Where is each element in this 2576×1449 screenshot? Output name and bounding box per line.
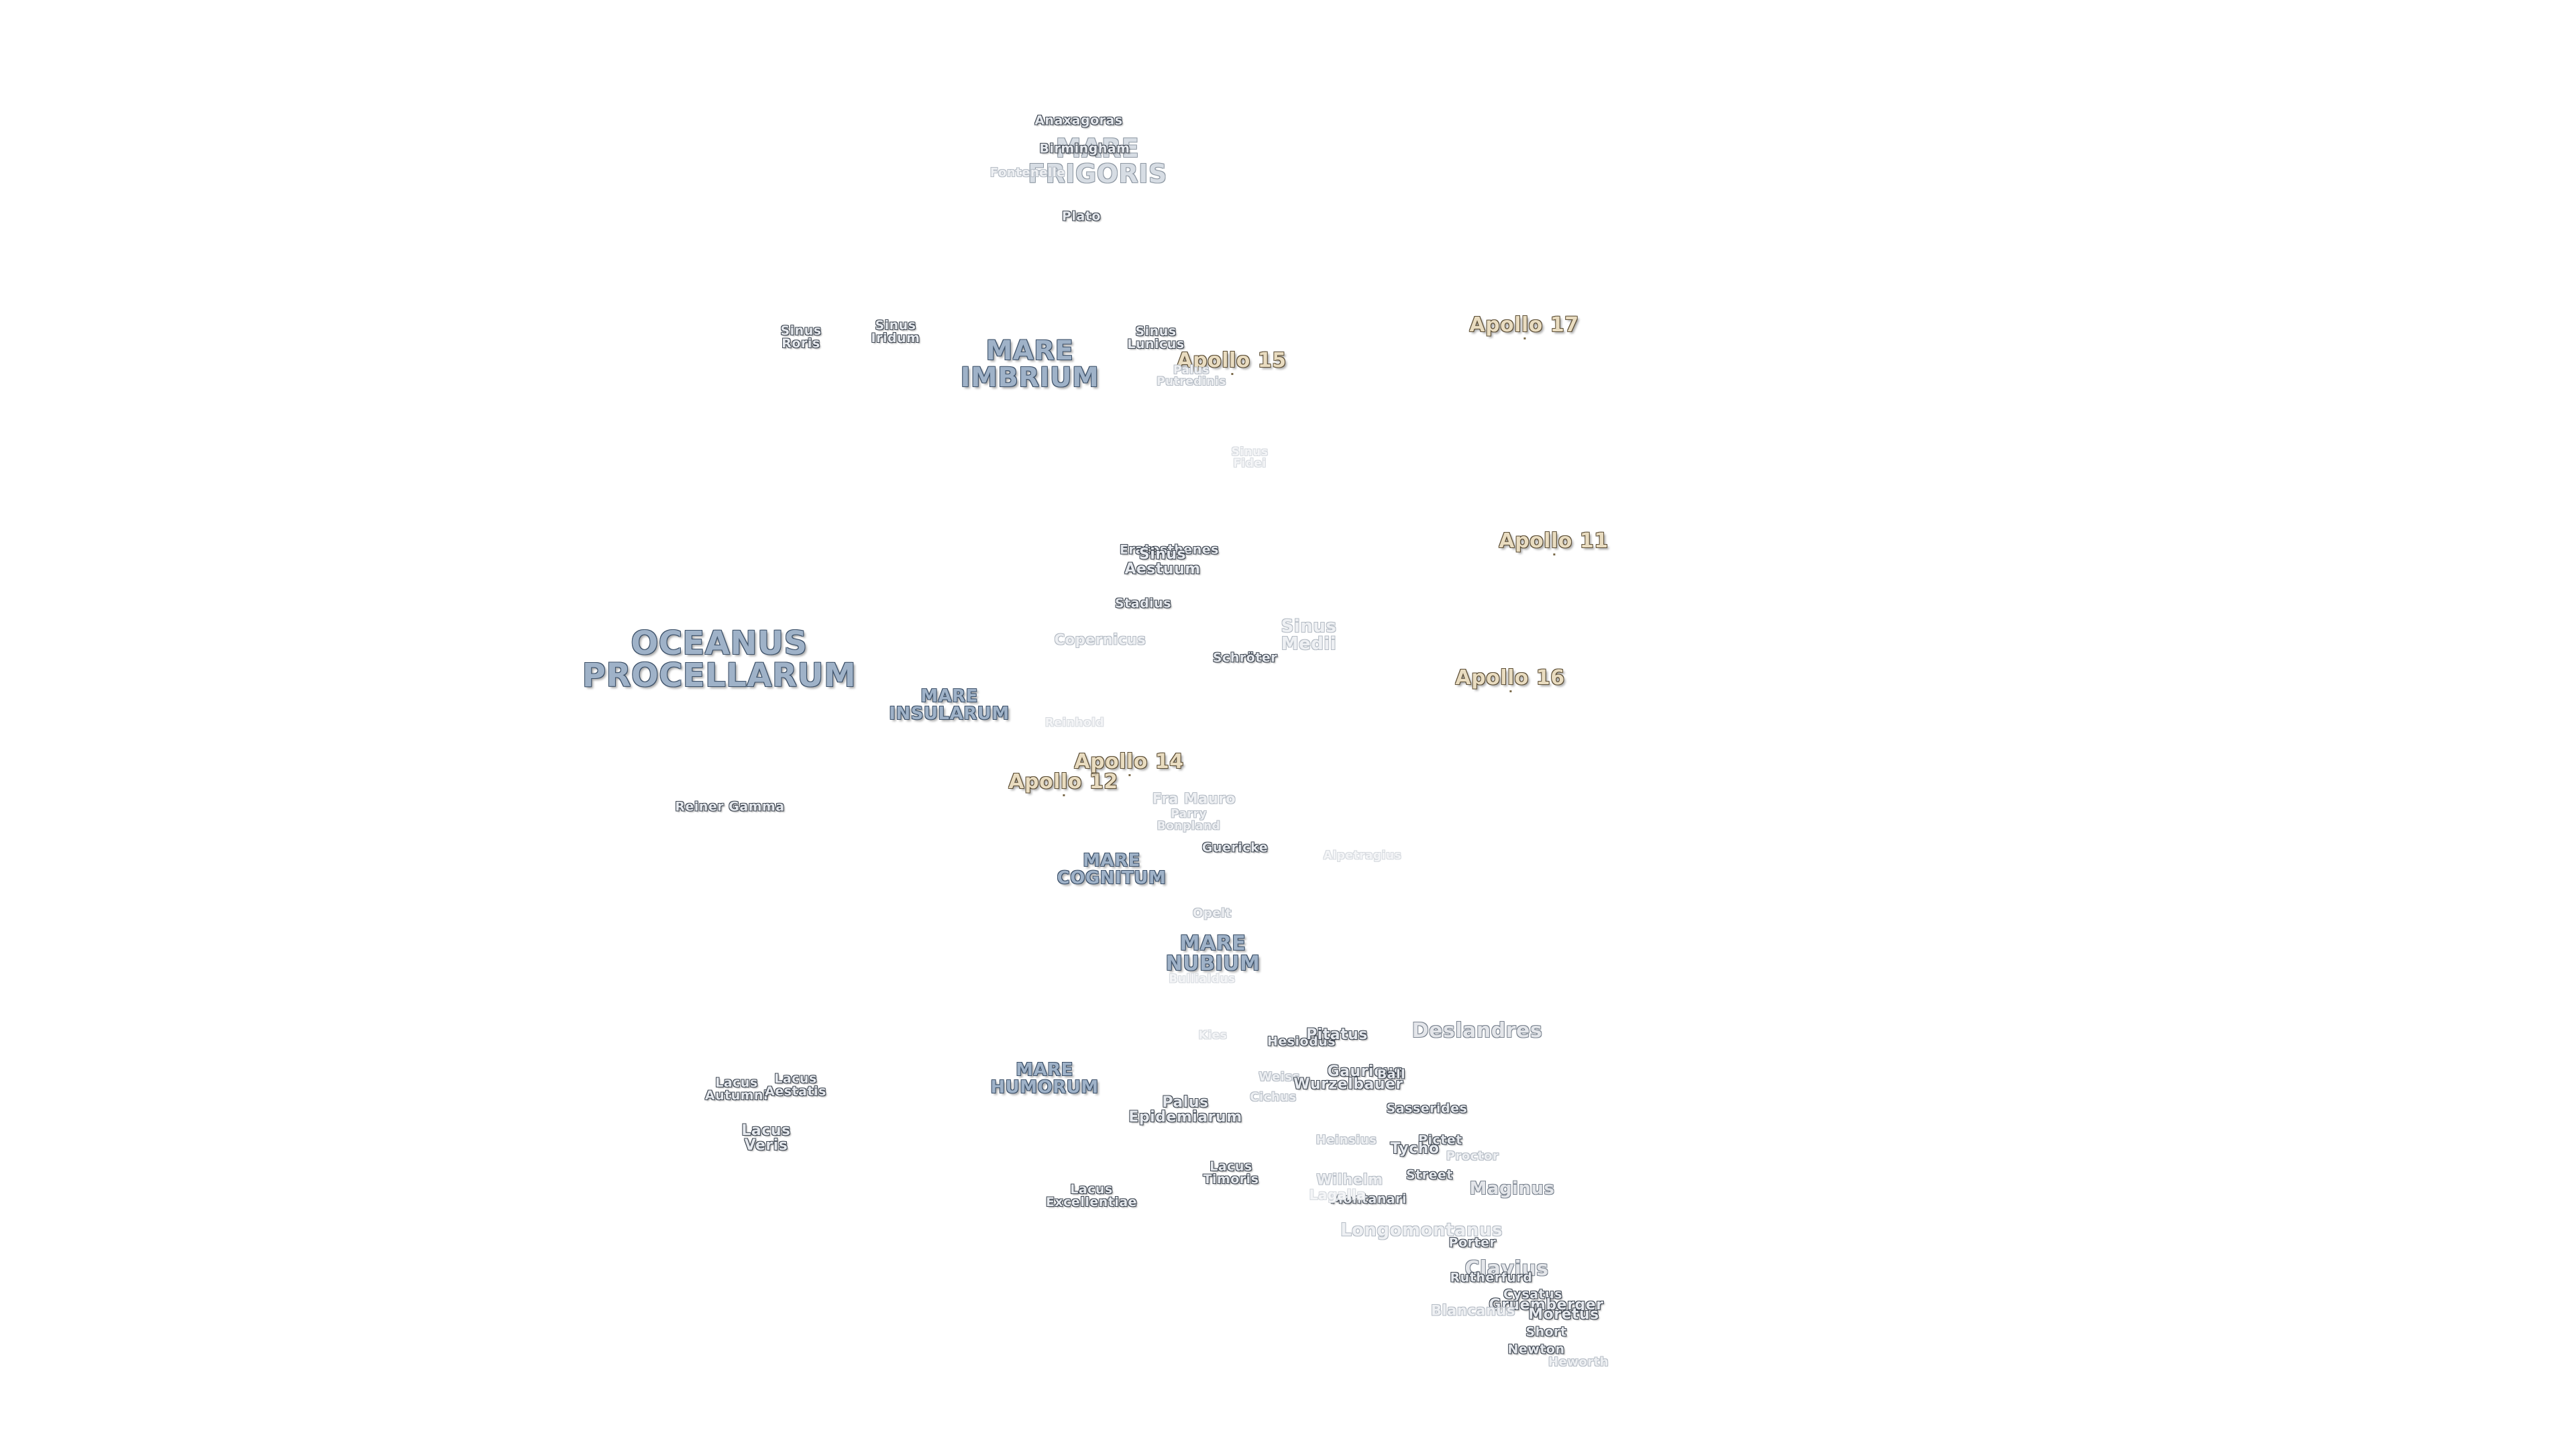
- feature-label-montanari[interactable]: Montanari: [1330, 1191, 1407, 1207]
- feature-label-palus-putredinis[interactable]: Palus Putredinis: [1157, 364, 1226, 388]
- feature-label-parry[interactable]: Parry: [1171, 807, 1207, 821]
- apollo-17-label[interactable]: Apollo 17: [1469, 313, 1579, 339]
- feature-label-wurzelbauer[interactable]: Wurzelbauer: [1293, 1076, 1403, 1093]
- apollo-16-label[interactable]: Apollo 16: [1455, 666, 1565, 692]
- feature-label-proctor[interactable]: Proctor: [1446, 1149, 1499, 1163]
- feature-label-fontenelle[interactable]: Fontenelle: [989, 166, 1066, 180]
- feature-label-heinsius[interactable]: Heinsius: [1316, 1133, 1377, 1147]
- feature-label-sinus-lunicus[interactable]: Sinus Lunicus: [1127, 324, 1185, 352]
- feature-label-fra-mauro[interactable]: Fra Mauro: [1152, 790, 1236, 807]
- feature-label-street[interactable]: Street: [1406, 1167, 1453, 1183]
- feature-label-bullialdus[interactable]: Bullialdus: [1169, 972, 1236, 986]
- sea-label-oceanus-procellarum[interactable]: OCEANUS PROCELLARUM: [582, 625, 857, 694]
- feature-label-sinus-fidei[interactable]: Sinus Fidei: [1231, 445, 1269, 470]
- feature-label-copernicus[interactable]: Copernicus: [1054, 631, 1146, 648]
- feature-label-longomontanus[interactable]: Longomontanus: [1340, 1220, 1503, 1240]
- feature-label-lacus-autumni[interactable]: Lacus Autumni: [704, 1075, 769, 1103]
- sea-label-mare-humorum[interactable]: MARE HUMORUM: [990, 1060, 1099, 1097]
- feature-label-cysatus[interactable]: Cysatus: [1503, 1287, 1562, 1302]
- feature-label-eratosthenes[interactable]: Eratosthenes: [1120, 542, 1219, 557]
- feature-label-lacus-aestatis[interactable]: Lacus Aestatis: [765, 1071, 826, 1099]
- feature-label-hesiodus[interactable]: Hesiodus: [1267, 1034, 1336, 1049]
- sea-label-mare-insularum[interactable]: MARE INSULARUM: [889, 686, 1010, 724]
- feature-label-sinus-iridum[interactable]: Sinus Iridum: [871, 318, 920, 345]
- feature-label-maginus[interactable]: Maginus: [1469, 1179, 1555, 1199]
- feature-label-heworth[interactable]: Heworth: [1548, 1355, 1609, 1369]
- feature-label-pitatus[interactable]: Pitatus: [1306, 1026, 1368, 1043]
- sea-label-mare-frigoris[interactable]: MARE FRIGORIS: [1028, 133, 1167, 189]
- feature-label-rutherfurd[interactable]: Rutherfurd: [1450, 1270, 1533, 1285]
- feature-label-reinhold[interactable]: Reinhold: [1044, 716, 1105, 730]
- feature-label-tycho[interactable]: Tycho: [1390, 1140, 1440, 1157]
- feature-label-weiss[interactable]: Weiss: [1258, 1070, 1300, 1084]
- feature-label-cichus[interactable]: Cichus: [1250, 1090, 1297, 1104]
- feature-label-birmingham[interactable]: Birmingham: [1039, 141, 1130, 156]
- feature-label-kies[interactable]: Kies: [1198, 1028, 1228, 1042]
- feature-label-wilhelm[interactable]: Wilhelm: [1316, 1171, 1383, 1188]
- feature-label-stadius[interactable]: Stadius: [1114, 596, 1172, 611]
- feature-label-blancanus[interactable]: Blancanus: [1431, 1302, 1515, 1319]
- apollo-15-label[interactable]: Apollo 15: [1177, 349, 1287, 375]
- feature-label-alpetragius[interactable]: Alpetragius: [1323, 849, 1402, 863]
- feature-label-guericke[interactable]: Guericke: [1201, 840, 1269, 855]
- feature-label-ball[interactable]: Ball: [1377, 1067, 1406, 1082]
- sea-label-mare-cognitum[interactable]: MARE COGNITUM: [1057, 851, 1167, 888]
- feature-label-gauricus[interactable]: Gauricus: [1327, 1063, 1403, 1080]
- feature-label-opelt[interactable]: Opelt: [1193, 906, 1232, 920]
- feature-label-sinus-aestuum[interactable]: Sinus Aestuum: [1124, 546, 1201, 578]
- feature-label-sinus-roris[interactable]: Sinus Roris: [780, 323, 822, 351]
- feature-label-schroter[interactable]: Schröter: [1212, 650, 1278, 665]
- feature-label-newton[interactable]: Newton: [1507, 1342, 1565, 1357]
- sea-label-mare-imbrium[interactable]: MARE IMBRIUM: [960, 335, 1099, 393]
- feature-label-porter[interactable]: Porter: [1448, 1235, 1497, 1250]
- feature-label-deslandres[interactable]: Deslandres: [1411, 1019, 1543, 1042]
- apollo-12-label[interactable]: Apollo 12: [1008, 770, 1118, 796]
- sea-label-mare-nubium[interactable]: MARE NUBIUM: [1165, 932, 1260, 975]
- apollo-11-label[interactable]: Apollo 11: [1499, 529, 1609, 555]
- feature-label-anaxagoras[interactable]: Anaxagoras: [1034, 113, 1123, 128]
- feature-label-sasserides[interactable]: Sasserides: [1386, 1101, 1468, 1116]
- feature-label-palus-epidemiarum[interactable]: Palus Epidemiarum: [1128, 1094, 1242, 1126]
- feature-label-plato[interactable]: Plato: [1062, 209, 1101, 224]
- feature-label-short[interactable]: Short: [1525, 1324, 1567, 1340]
- feature-label-moretus[interactable]: Moretus: [1528, 1306, 1599, 1323]
- feature-label-lagalla[interactable]: Lagalla: [1309, 1187, 1366, 1203]
- feature-label-pictet[interactable]: Pictet: [1418, 1132, 1462, 1148]
- feature-label-clavius[interactable]: Clavius: [1464, 1257, 1549, 1281]
- feature-label-lacus-veris[interactable]: Lacus Veris: [741, 1122, 791, 1154]
- feature-label-sinus-medii[interactable]: Sinus Medii: [1281, 616, 1337, 654]
- feature-label-lacus-timoris[interactable]: Lacus Timoris: [1203, 1159, 1259, 1187]
- feature-label-bonpland[interactable]: Bonpland: [1157, 819, 1221, 833]
- apollo-14-label[interactable]: Apollo 14: [1074, 750, 1184, 776]
- feature-label-lacus-excellentiae[interactable]: Lacus Excellentiae: [1045, 1182, 1138, 1210]
- feature-label-reiner-gamma[interactable]: Reiner Gamma: [675, 799, 785, 814]
- feature-label-gruemberger[interactable]: Gruemberger: [1489, 1297, 1604, 1313]
